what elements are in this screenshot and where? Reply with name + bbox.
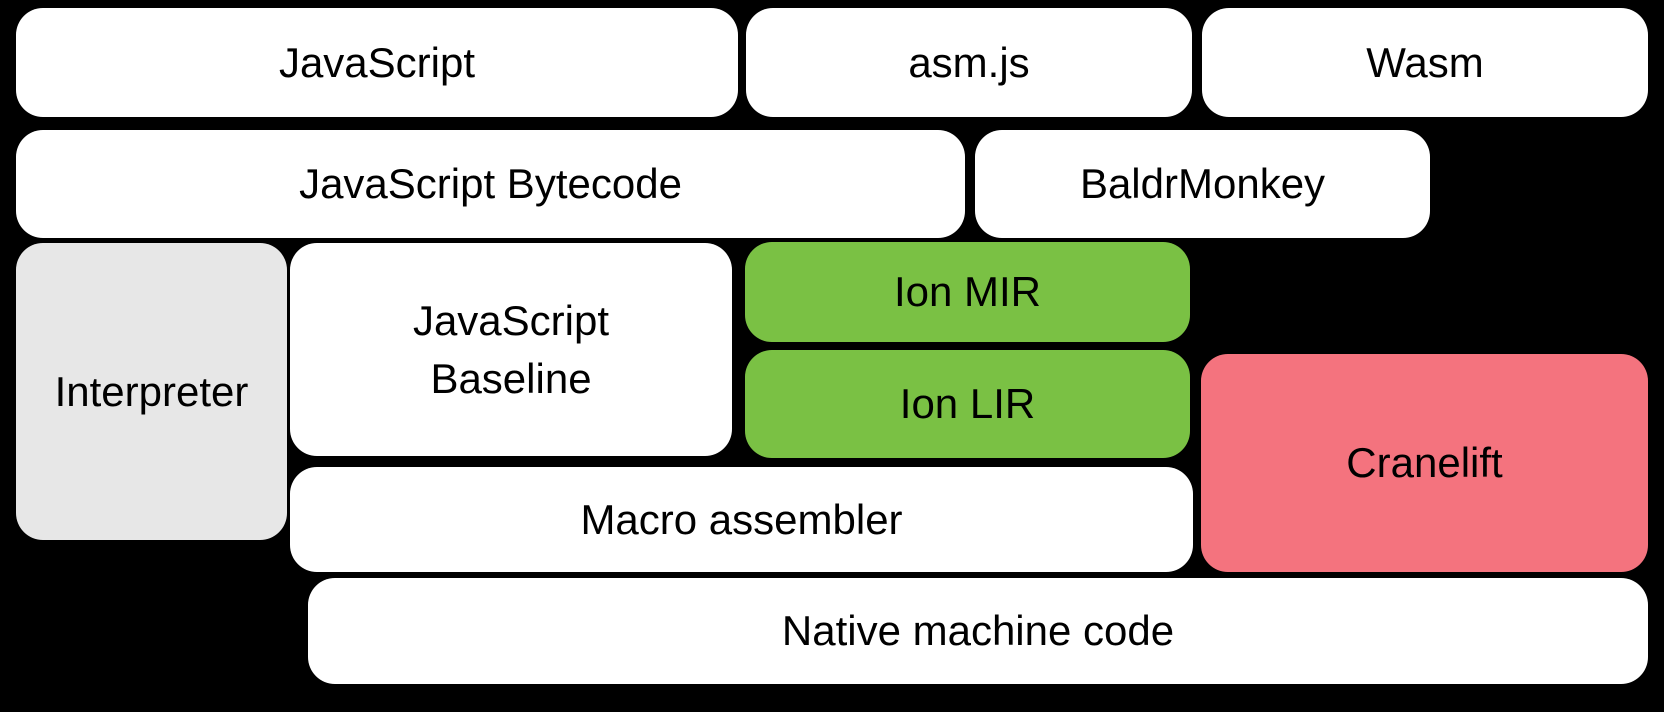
box-javascript-baseline: JavaScript Baseline xyxy=(290,243,732,456)
box-javascript-bytecode: JavaScript Bytecode xyxy=(16,130,965,238)
box-ion-mir: Ion MIR xyxy=(745,242,1190,342)
box-cranelift: Cranelift xyxy=(1201,354,1648,572)
box-macro-assembler: Macro assembler xyxy=(290,467,1193,572)
box-javascript: JavaScript xyxy=(16,8,738,117)
box-asm-js: asm.js xyxy=(746,8,1192,117)
box-baldrmonkey: BaldrMonkey xyxy=(975,130,1430,238)
box-ion-lir: Ion LIR xyxy=(745,350,1190,458)
box-wasm: Wasm xyxy=(1202,8,1648,117)
box-interpreter: Interpreter xyxy=(16,243,287,540)
box-native-machine-code: Native machine code xyxy=(308,578,1648,684)
